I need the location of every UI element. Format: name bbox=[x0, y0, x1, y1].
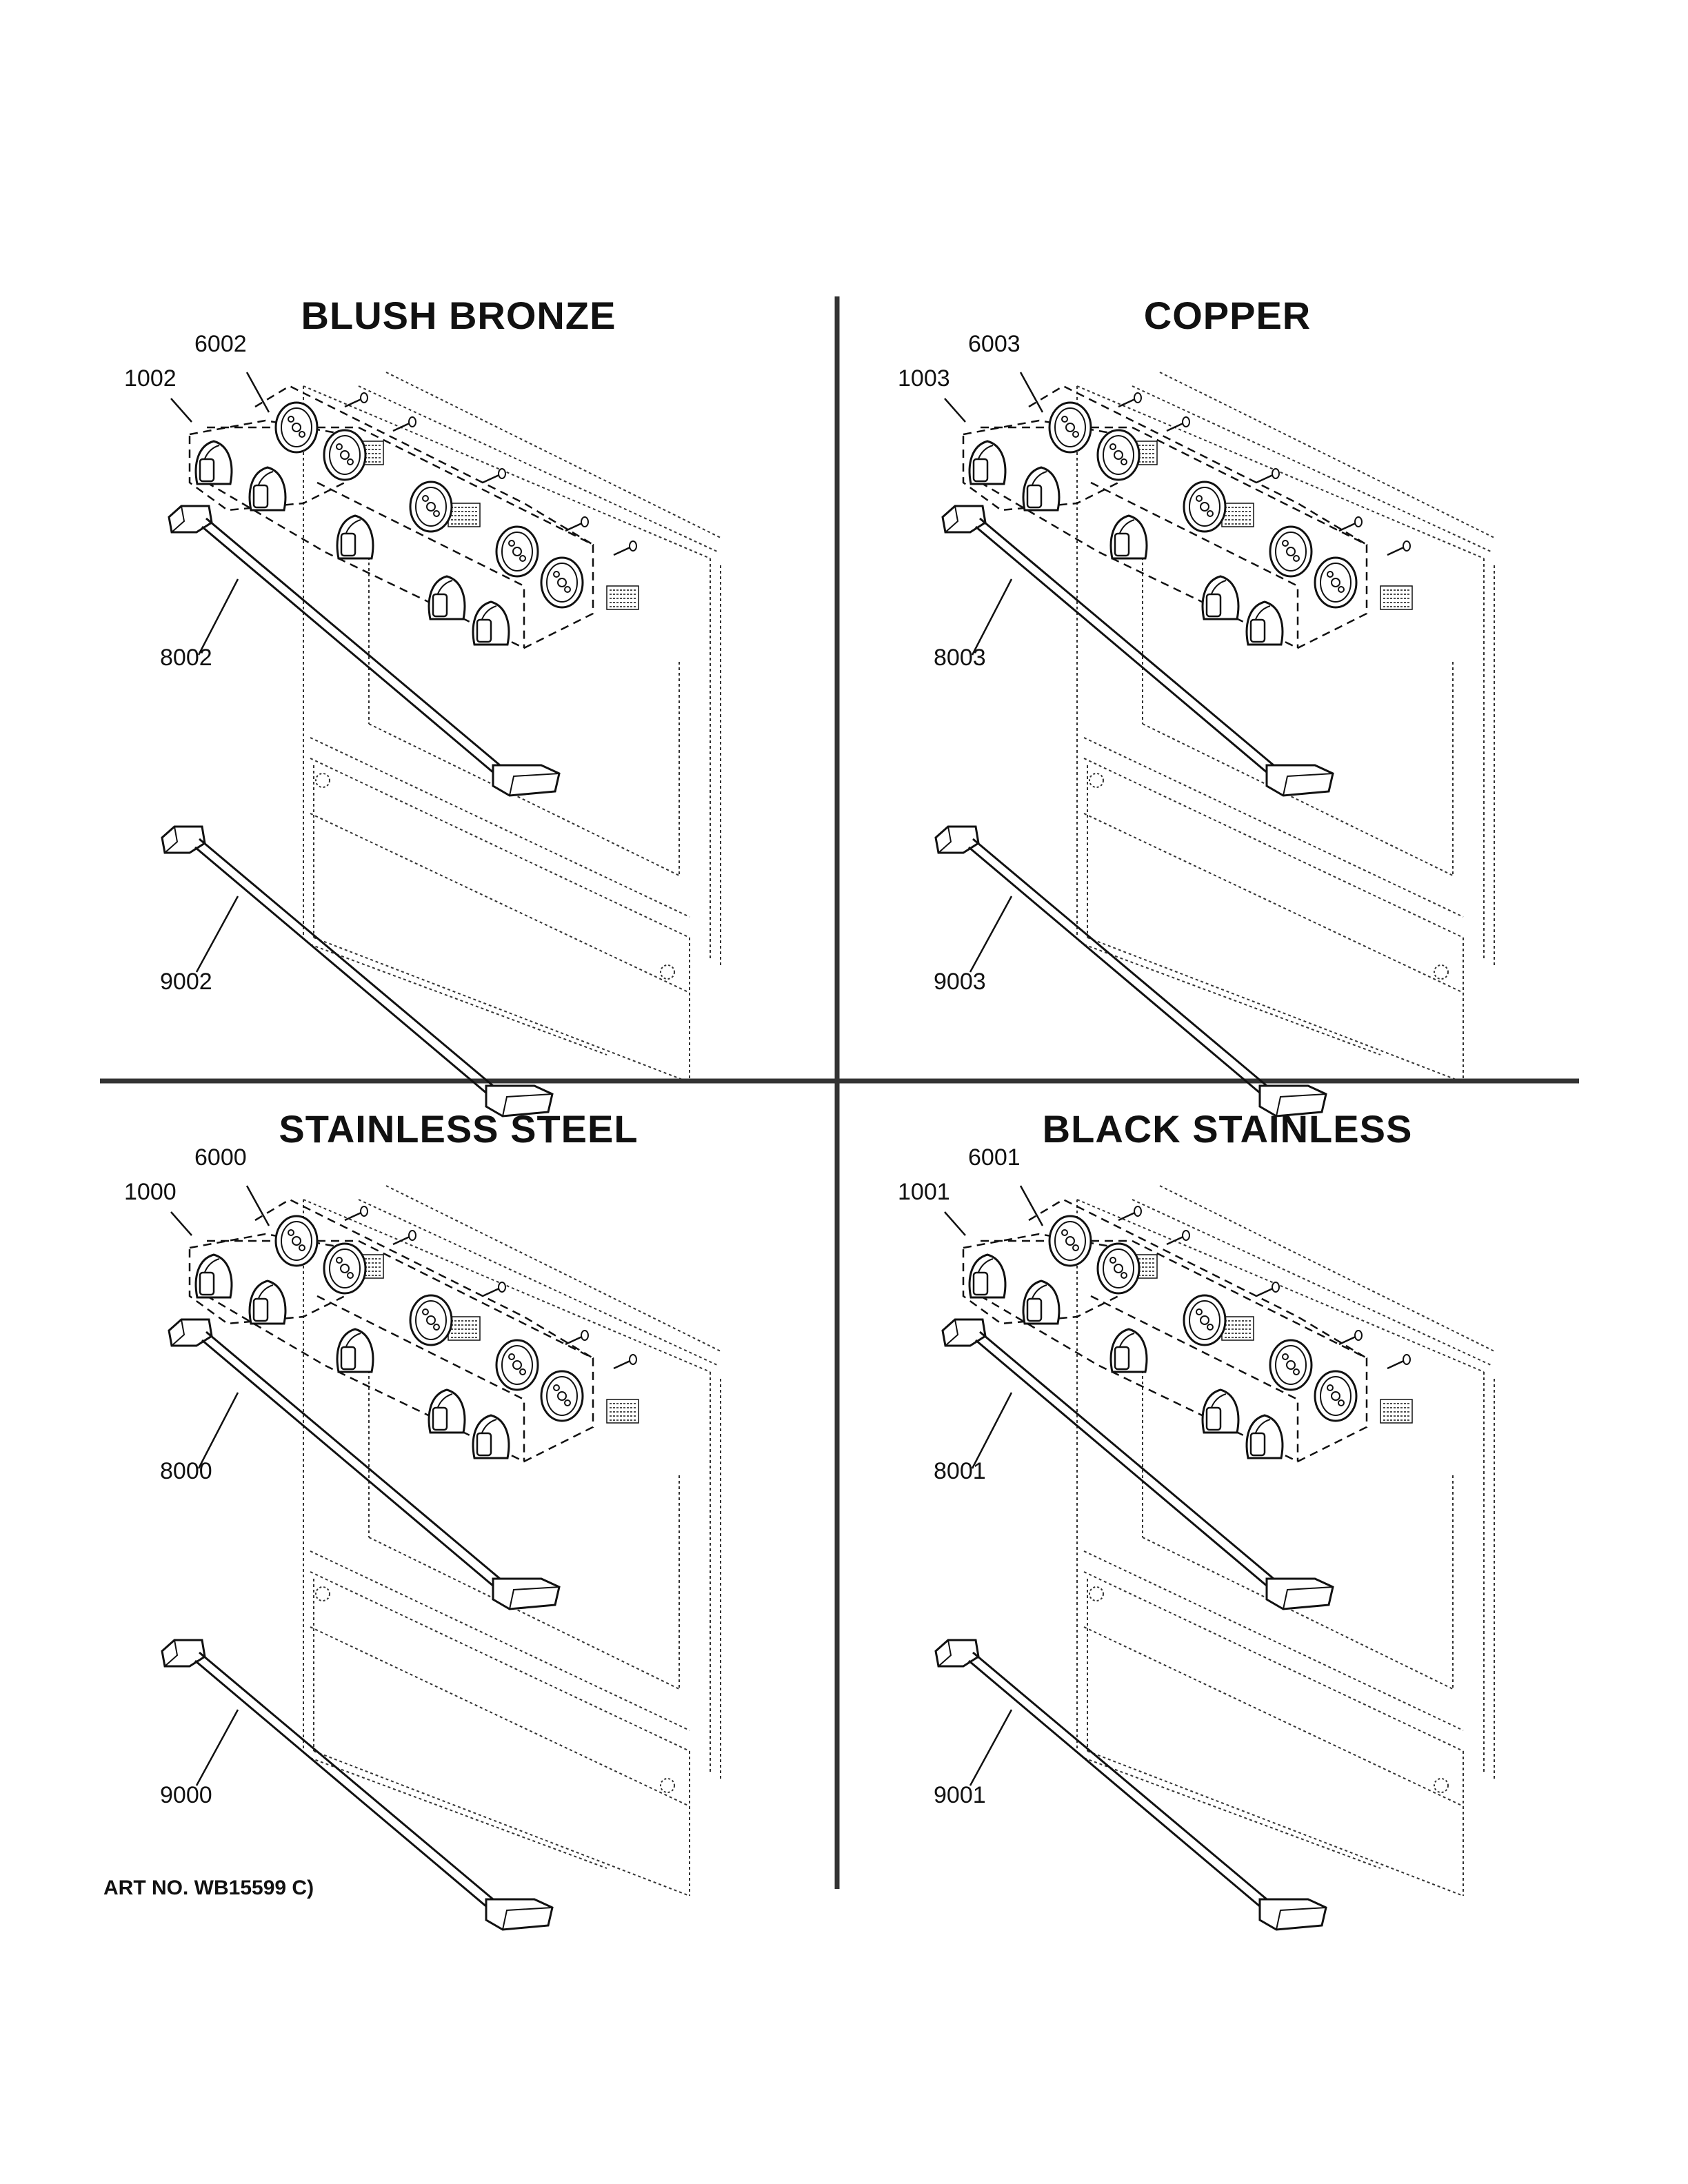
panel-blush-bronze: 1002 6002 8002 9002 bbox=[124, 331, 721, 1116]
callout-bezel: 6003 bbox=[968, 331, 1021, 357]
panel-copper: 1003 6003 8003 9003 bbox=[898, 331, 1494, 1116]
callout-lower-handle: 9001 bbox=[934, 1782, 986, 1808]
panel-title-stainless-steel: STAINLESS STEEL bbox=[279, 1107, 639, 1151]
callout-upper-handle: 8001 bbox=[934, 1458, 986, 1484]
callout-lower-handle: 9000 bbox=[160, 1782, 212, 1808]
panel-stainless-steel: 1000 6000 8000 9000 bbox=[124, 1144, 721, 1930]
callout-upper-handle: 8003 bbox=[934, 645, 986, 671]
callout-bezel: 6001 bbox=[968, 1144, 1021, 1171]
callout-bezel: 6002 bbox=[194, 331, 247, 357]
callout-knob: 1001 bbox=[898, 1179, 950, 1205]
panel-title-copper: COPPER bbox=[1143, 294, 1312, 337]
callout-knob: 1002 bbox=[124, 365, 177, 392]
callout-lower-handle: 9002 bbox=[160, 969, 212, 995]
panel-title-blush-bronze: BLUSH BRONZE bbox=[301, 294, 616, 337]
callout-knob: 1003 bbox=[898, 365, 950, 392]
callout-lower-handle: 9003 bbox=[934, 969, 986, 995]
callout-upper-handle: 8000 bbox=[160, 1458, 212, 1484]
callout-bezel: 6000 bbox=[194, 1144, 247, 1171]
callout-upper-handle: 8002 bbox=[160, 645, 212, 671]
panel-black-stainless: 1001 6001 8001 9001 bbox=[898, 1144, 1494, 1930]
panel-title-black-stainless: BLACK STAINLESS bbox=[1042, 1107, 1413, 1151]
art-number: ART NO. WB15599 C) bbox=[103, 1877, 314, 1899]
callout-knob: 1000 bbox=[124, 1179, 177, 1205]
